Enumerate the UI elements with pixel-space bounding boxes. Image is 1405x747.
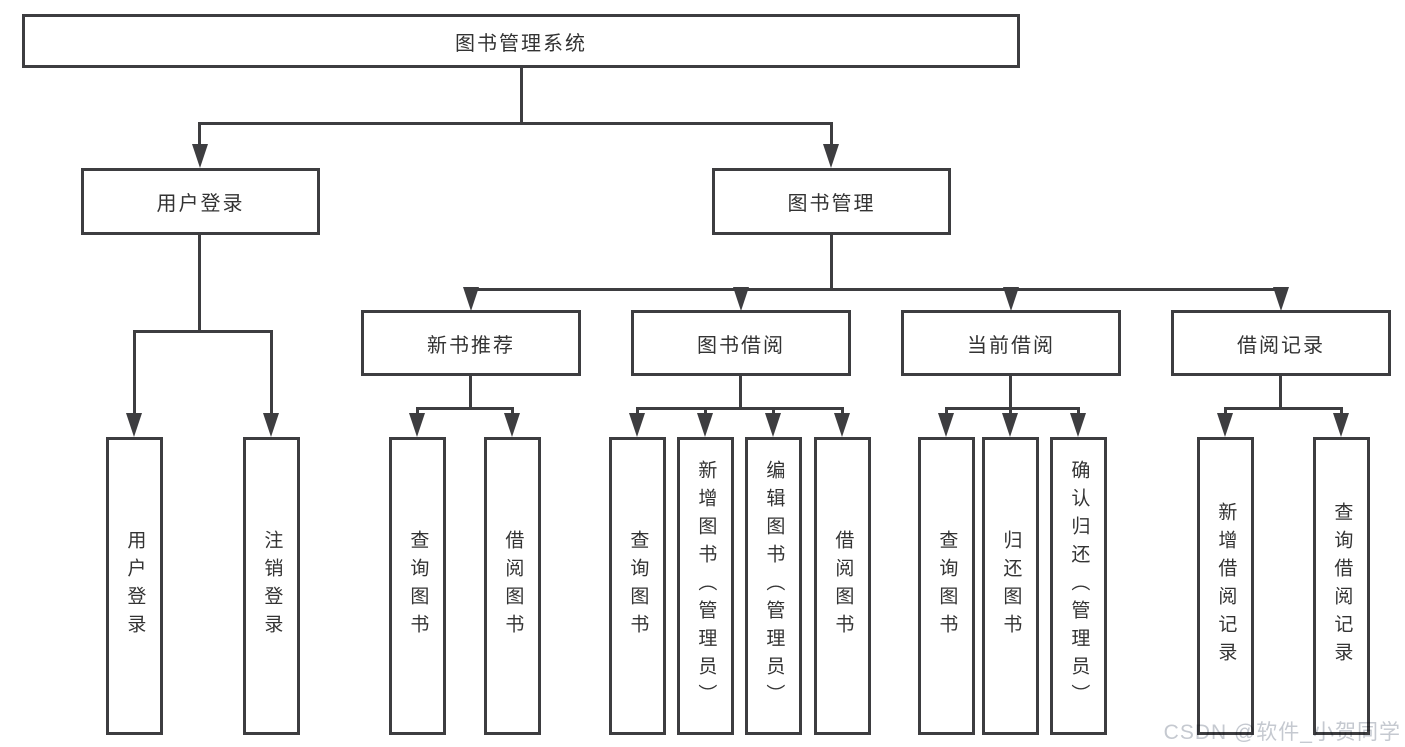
connector-borrow-record-hbar [1224,407,1343,410]
node-new-book-recommend: 新书推荐 [361,310,581,376]
leaf-br-add-record-label: 新增借阅记录 [1215,502,1237,670]
leaf-bb-edit-book-admin-label: 编辑图书（管理员） [763,460,785,712]
leaf-nb-borrow-books-label: 借阅图书 [502,530,524,642]
leaf-cb-return-book: 归还图书 [982,437,1039,735]
connector-book-borrow-hbar [636,407,844,410]
leaf-logout: 注销登录 [243,437,300,735]
node-book-borrow: 图书借阅 [631,310,851,376]
leaf-logout-label: 注销登录 [261,530,283,642]
leaf-nb-borrow-books: 借阅图书 [484,437,541,735]
connector-borrow-record-stem [1279,376,1282,410]
leaf-nb-query-books: 查询图书 [389,437,446,735]
leaf-br-query-record: 查询借阅记录 [1313,437,1370,735]
connector-new-book-stem [469,376,472,410]
connector-current-borrow-stem [1009,376,1012,410]
connector-user-login-drop [198,122,201,150]
connector-book-borrow-stem [739,376,742,410]
arrowhead-bb-borrow [834,413,850,437]
leaf-bb-query-books: 查询图书 [609,437,666,735]
leaf-cb-query-books: 查询图书 [918,437,975,735]
arrowhead-cb-query [938,413,954,437]
connector-leaf-logout-drop [270,330,273,417]
connector-user-login-hbar [133,330,273,333]
leaf-br-add-record: 新增借阅记录 [1197,437,1254,735]
arrowhead-new-book [463,287,479,311]
leaf-bb-borrow-books-label: 借阅图书 [832,530,854,642]
node-user-login: 用户登录 [81,168,320,235]
connector-root-stem [520,68,523,125]
arrowhead-br-query [1333,413,1349,437]
leaf-cb-query-books-label: 查询图书 [936,530,958,642]
connector-level3-hbar [470,288,1283,291]
connector-user-login-stem [198,235,201,332]
node-root: 图书管理系统 [22,14,1020,68]
leaf-user-login: 用户登录 [106,437,163,735]
arrowhead-cb-confirm [1070,413,1086,437]
leaf-bb-add-book-admin-label: 新增图书（管理员） [695,460,717,712]
leaf-bb-add-book-admin: 新增图书（管理员） [677,437,734,735]
leaf-cb-confirm-return-admin-label: 确认归还（管理员） [1068,460,1090,712]
arrowhead-nb-borrow [504,413,520,437]
leaf-bb-edit-book-admin: 编辑图书（管理员） [745,437,802,735]
arrowhead-bb-query [629,413,645,437]
arrowhead-borrow-record [1273,287,1289,311]
arrowhead-cb-return [1002,413,1018,437]
arrowhead-nb-query [409,413,425,437]
leaf-cb-confirm-return-admin: 确认归还（管理员） [1050,437,1107,735]
watermark: CSDN @软件_小贺同学 [1163,721,1401,744]
arrowhead-book-mgmt [823,144,839,168]
arrowhead-br-add [1217,413,1233,437]
arrowhead-leaf-logout [263,413,279,437]
arrowhead-bb-add [697,413,713,437]
connector-book-mgmt-drop [830,122,833,150]
arrowhead-bb-edit [765,413,781,437]
leaf-bb-query-books-label: 查询图书 [627,530,649,642]
arrowhead-user-login [192,144,208,168]
node-borrow-record: 借阅记录 [1171,310,1391,376]
node-book-management: 图书管理 [712,168,951,235]
arrowhead-leaf-user-login [126,413,142,437]
connector-current-borrow-hbar [945,407,1080,410]
leaf-nb-query-books-label: 查询图书 [407,530,429,642]
connector-new-book-hbar [416,407,514,410]
arrowhead-current-borrow [1003,287,1019,311]
leaf-user-login-label: 用户登录 [124,530,146,642]
arrowhead-book-borrow [733,287,749,311]
leaf-br-query-record-label: 查询借阅记录 [1331,502,1353,670]
leaf-cb-return-book-label: 归还图书 [1000,530,1022,642]
node-current-borrow: 当前借阅 [901,310,1121,376]
leaf-bb-borrow-books: 借阅图书 [814,437,871,735]
connector-level1-hbar [198,122,833,125]
connector-book-mgmt-stem [830,235,833,291]
connector-leaf-user-login-drop [133,330,136,417]
